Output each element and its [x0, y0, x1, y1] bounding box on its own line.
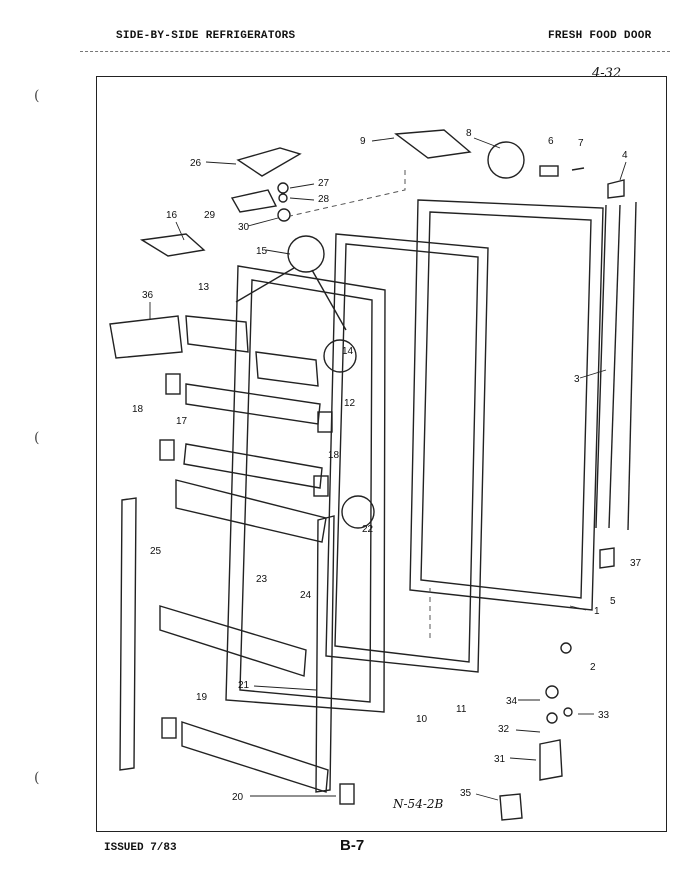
header-rule — [80, 51, 670, 52]
callout-label: 1 — [594, 606, 600, 617]
callout-label: 9 — [360, 136, 366, 147]
callout-label: 32 — [498, 724, 510, 735]
callout-label: 30 — [238, 222, 250, 233]
diagram-frame — [96, 76, 667, 832]
callout-label: 12 — [344, 398, 356, 409]
header-left-title: SIDE-BY-SIDE REFRIGERATORS — [116, 30, 296, 42]
callout-label: 19 — [196, 692, 208, 703]
callout-label: 14 — [342, 346, 354, 357]
dairy-cover — [139, 233, 206, 257]
callout-label: 13 — [198, 282, 210, 293]
page-reference: 4-32 — [592, 66, 622, 81]
hinge-pin-bracket — [394, 129, 472, 159]
footer-page-code: B-7 — [340, 837, 365, 854]
callout-label: 3 — [574, 374, 580, 385]
callout-label: 24 — [300, 590, 312, 601]
hinge-plate — [230, 189, 278, 213]
door-gasket-inner — [334, 243, 479, 663]
callout-label: 31 — [494, 754, 506, 765]
callout-label: 17 — [176, 416, 188, 427]
margin-mark: ( — [34, 430, 40, 446]
door-gasket — [325, 233, 489, 673]
callout-label: 28 — [318, 194, 330, 205]
callout-label: 15 — [256, 246, 268, 257]
door-liner — [225, 265, 386, 713]
door-outer-panel — [409, 199, 604, 611]
callout-label: 4 — [622, 150, 628, 161]
header-right-title: FRESH FOOD DOOR — [548, 30, 652, 42]
callout-label: 10 — [416, 714, 428, 725]
callout-label: 2 — [590, 662, 596, 673]
callout-label: 5 — [610, 596, 616, 607]
sheet-code: N-54-2B — [393, 797, 444, 811]
callout-label: 8 — [466, 128, 472, 139]
callout-label: 18 — [328, 450, 340, 461]
margin-mark: ( — [34, 770, 40, 786]
callout-label: 7 — [578, 138, 584, 149]
door-outer-panel-inner — [420, 211, 592, 599]
footer-issued: ISSUED 7/83 — [104, 842, 177, 854]
callout-label: 36 — [142, 290, 154, 301]
callout-label: 18 — [132, 404, 144, 415]
callout-label: 35 — [460, 788, 472, 799]
hinge-bracket — [236, 147, 302, 177]
callout-label: 16 — [166, 210, 178, 221]
callout-labels: 1 2 3 4 5 6 7 8 9 10 11 12 13 14 15 16 1… — [132, 128, 642, 803]
callout-label: 20 — [232, 792, 244, 803]
door-liner-inner — [239, 279, 373, 703]
callout-label: 33 — [598, 710, 610, 721]
callout-label: 26 — [190, 158, 202, 169]
callout-label: 21 — [238, 680, 250, 691]
margin-mark: ( — [34, 88, 40, 104]
callout-label: 27 — [318, 178, 330, 189]
callout-label: 29 — [204, 210, 216, 221]
callout-label: 6 — [548, 136, 554, 147]
callout-label: 25 — [150, 546, 162, 557]
callout-label: 22 — [362, 524, 374, 535]
callout-label: 11 — [456, 704, 467, 715]
butter-bin — [109, 315, 183, 359]
callout-label: 37 — [630, 558, 642, 569]
callout-label: 34 — [506, 696, 518, 707]
callout-label: 23 — [256, 574, 268, 585]
